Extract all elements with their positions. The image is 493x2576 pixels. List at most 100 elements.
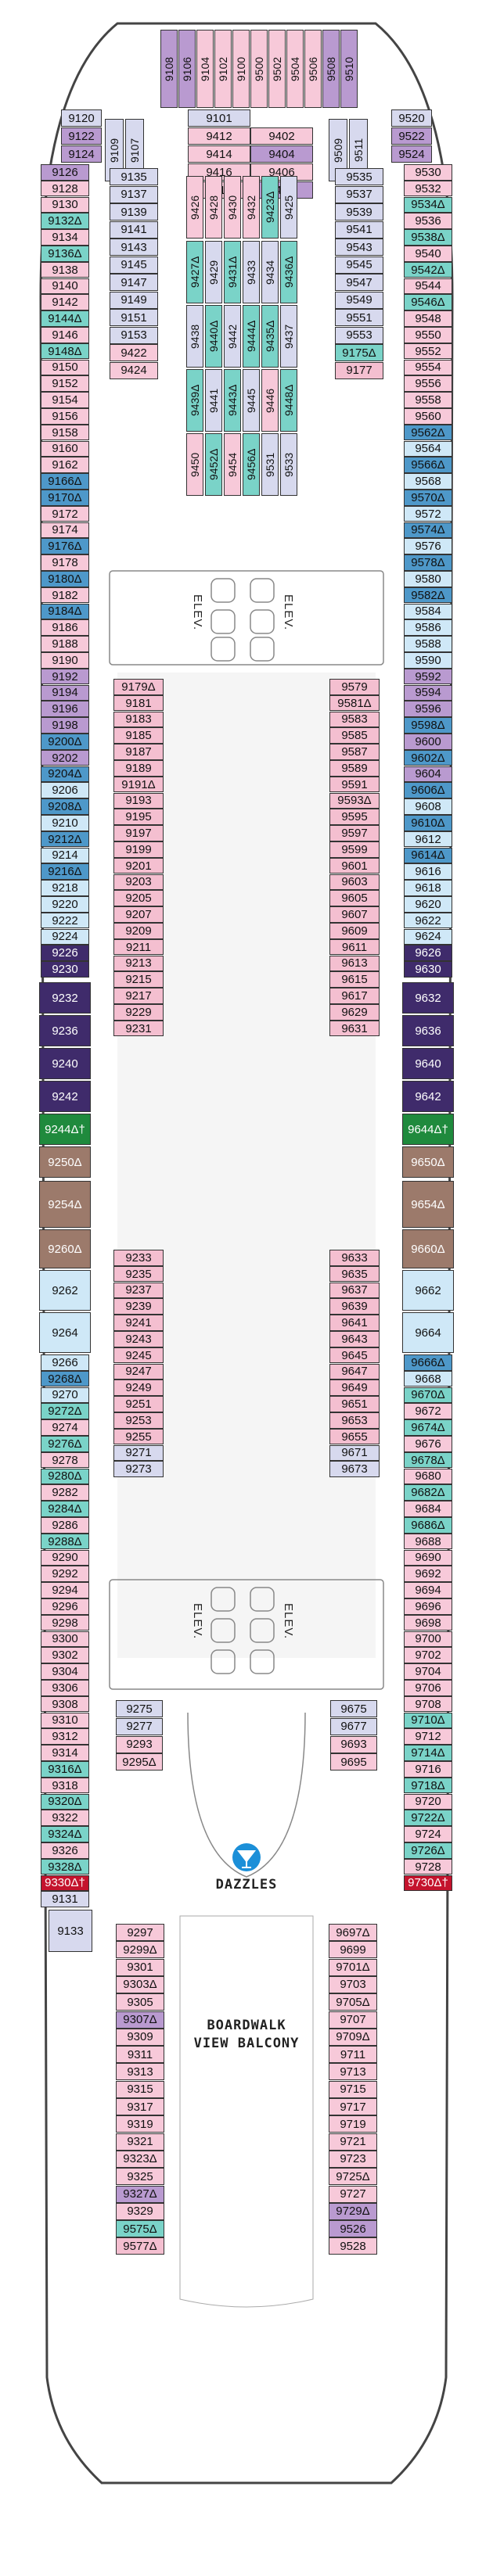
cabin-9250[interactable]: 9250Δ xyxy=(39,1146,91,1178)
cabin-9284[interactable]: 9284Δ xyxy=(41,1501,89,1517)
cabin-9599[interactable]: 9599 xyxy=(329,841,380,858)
cabin-9444[interactable]: 9444Δ xyxy=(243,305,260,368)
cabin-9146[interactable]: 9146 xyxy=(41,327,89,343)
cabin-9727[interactable]: 9727 xyxy=(329,2185,377,2203)
cabin-9314[interactable]: 9314 xyxy=(41,1745,89,1761)
cabin-9229[interactable]: 9229 xyxy=(113,1004,164,1021)
cabin-9322[interactable]: 9322 xyxy=(41,1810,89,1826)
cabin-9632[interactable]: 9632 xyxy=(402,982,454,1014)
cabin-9197[interactable]: 9197 xyxy=(113,825,164,841)
cabin-9722[interactable]: 9722Δ xyxy=(404,1810,452,1826)
cabin-9206[interactable]: 9206 xyxy=(41,782,89,798)
cabin-9587[interactable]: 9587 xyxy=(329,744,380,760)
cabin-9566[interactable]: 9566Δ xyxy=(404,457,452,473)
cabin-9278[interactable]: 9278 xyxy=(41,1451,89,1469)
cabin-9643[interactable]: 9643 xyxy=(329,1331,380,1347)
cabin-9306[interactable]: 9306 xyxy=(41,1680,89,1696)
cabin-9204[interactable]: 9204Δ xyxy=(41,766,89,783)
cabin-9190[interactable]: 9190 xyxy=(41,652,89,669)
cabin-9211[interactable]: 9211 xyxy=(113,938,164,956)
cabin-9624[interactable]: 9624 xyxy=(404,928,452,945)
cabin-9319[interactable]: 9319 xyxy=(116,2115,164,2133)
cabin-9445[interactable]: 9445 xyxy=(243,369,260,432)
cabin-9581[interactable]: 9581Δ xyxy=(329,694,380,712)
cabin-9203[interactable]: 9203 xyxy=(113,874,164,891)
cabin-9428[interactable]: 9428 xyxy=(205,176,222,239)
cabin-9262[interactable]: 9262 xyxy=(39,1270,91,1311)
cabin-9604[interactable]: 9604 xyxy=(404,766,452,783)
cabin-9182[interactable]: 9182 xyxy=(41,587,89,604)
cabin-9711[interactable]: 9711 xyxy=(329,2046,377,2064)
cabin-9135[interactable]: 9135 xyxy=(110,168,158,185)
cabin-9580[interactable]: 9580 xyxy=(404,571,452,587)
cabin-9675[interactable]: 9675 xyxy=(330,1700,377,1717)
cabin-9329[interactable]: 9329 xyxy=(116,2202,164,2220)
cabin-9154[interactable]: 9154 xyxy=(41,392,89,408)
cabin-9199[interactable]: 9199 xyxy=(113,841,164,858)
cabin-9253[interactable]: 9253 xyxy=(113,1412,164,1429)
cabin-9412[interactable]: 9412 xyxy=(188,127,250,145)
cabin-9639[interactable]: 9639 xyxy=(329,1298,380,1315)
cabin-9268[interactable]: 9268Δ xyxy=(41,1370,89,1387)
cabin-9440[interactable]: 9440Δ xyxy=(205,305,222,368)
cabin-9232[interactable]: 9232 xyxy=(39,982,91,1014)
cabin-9205[interactable]: 9205 xyxy=(113,890,164,906)
cabin-9124[interactable]: 9124 xyxy=(61,145,102,163)
cabin-9666[interactable]: 9666Δ xyxy=(404,1354,452,1371)
cabin-9317[interactable]: 9317 xyxy=(116,2098,164,2115)
cabin-9577[interactable]: 9577Δ xyxy=(116,2237,164,2255)
cabin-9293[interactable]: 9293 xyxy=(116,1735,163,1753)
cabin-9193[interactable]: 9193 xyxy=(113,792,164,809)
cabin-9640[interactable]: 9640 xyxy=(402,1048,454,1079)
cabin-9641[interactable]: 9641 xyxy=(329,1315,380,1331)
cabin-9603[interactable]: 9603 xyxy=(329,874,380,891)
cabin-9178[interactable]: 9178 xyxy=(41,554,89,571)
cabin-9579[interactable]: 9579 xyxy=(329,679,380,695)
cabin-9720[interactable]: 9720 xyxy=(404,1793,452,1810)
cabin-9299[interactable]: 9299Δ xyxy=(116,1941,164,1959)
cabin-9651[interactable]: 9651 xyxy=(329,1396,380,1412)
cabin-9276[interactable]: 9276Δ xyxy=(41,1436,89,1452)
cabin-9645[interactable]: 9645 xyxy=(329,1347,380,1364)
cabin-9610[interactable]: 9610Δ xyxy=(404,815,452,831)
cabin-9189[interactable]: 9189 xyxy=(113,760,164,777)
cabin-9274[interactable]: 9274 xyxy=(41,1419,89,1436)
cabin-9528[interactable]: 9528 xyxy=(329,2237,377,2255)
cabin-9144[interactable]: 9144Δ xyxy=(41,310,89,327)
cabin-9690[interactable]: 9690 xyxy=(404,1549,452,1566)
cabin-9292[interactable]: 9292 xyxy=(41,1566,89,1582)
cabin-9220[interactable]: 9220 xyxy=(41,896,89,913)
cabin-9541[interactable]: 9541 xyxy=(335,221,383,239)
cabin-9715[interactable]: 9715 xyxy=(329,2080,377,2098)
cabin-9181[interactable]: 9181 xyxy=(113,694,164,712)
cabin-9554[interactable]: 9554 xyxy=(404,359,452,376)
cabin-9297[interactable]: 9297 xyxy=(116,1924,164,1941)
cabin-9539[interactable]: 9539 xyxy=(335,203,383,221)
cabin-9536[interactable]: 9536 xyxy=(404,213,452,229)
cabin-9717[interactable]: 9717 xyxy=(329,2098,377,2115)
cabin-9535[interactable]: 9535 xyxy=(335,168,383,185)
cabin-9200[interactable]: 9200Δ xyxy=(41,734,89,750)
cabin-9724[interactable]: 9724 xyxy=(404,1826,452,1842)
cabin-9682[interactable]: 9682Δ xyxy=(404,1484,452,1501)
cabin-9273[interactable]: 9273 xyxy=(113,1461,164,1477)
cabin-9218[interactable]: 9218 xyxy=(41,880,89,896)
cabin-9508[interactable]: 9508 xyxy=(322,30,340,108)
cabin-9231[interactable]: 9231 xyxy=(113,1020,164,1037)
cabin-9701[interactable]: 9701Δ xyxy=(329,1958,377,1976)
cabin-9598[interactable]: 9598Δ xyxy=(404,717,452,734)
cabin-9448[interactable]: 9448Δ xyxy=(280,369,297,432)
cabin-9174[interactable]: 9174 xyxy=(41,522,89,539)
cabin-9186[interactable]: 9186 xyxy=(41,619,89,636)
cabin-9149[interactable]: 9149 xyxy=(110,291,158,309)
cabin-9275[interactable]: 9275 xyxy=(116,1700,163,1717)
cabin-9578[interactable]: 9578Δ xyxy=(404,554,452,571)
cabin-9162[interactable]: 9162 xyxy=(41,457,89,473)
cabin-9725[interactable]: 9725Δ xyxy=(329,2168,377,2186)
cabin-9240[interactable]: 9240 xyxy=(39,1048,91,1079)
cabin-9450[interactable]: 9450 xyxy=(186,433,203,496)
cabin-9126[interactable]: 9126 xyxy=(41,164,89,181)
cabin-9422[interactable]: 9422 xyxy=(110,344,158,361)
cabin-9678[interactable]: 9678Δ xyxy=(404,1451,452,1469)
cabin-9166[interactable]: 9166Δ xyxy=(41,473,89,490)
